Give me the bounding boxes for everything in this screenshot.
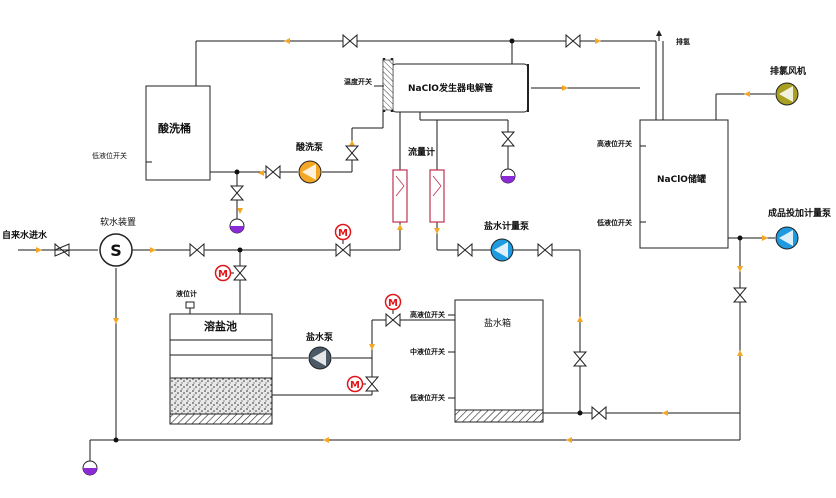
label-generator: NaClO发生器电解管 [408,82,493,94]
label-brine-tank: 盐水箱 [484,317,511,329]
label-flowmeter: 流量计 [408,146,435,158]
junction-dots [113,38,743,443]
valve-brine-in [385,312,401,328]
motor-valve-label-2: M [218,269,228,280]
generator-tube [374,58,529,113]
hydrogen-vent [656,30,662,41]
valve-main-motor [335,242,351,258]
label-brine-mid-switch: 中液位开关 [410,347,445,356]
valve-top-right [565,33,581,49]
label-brine-pump: 盐水泵 [306,331,334,343]
flowmeter-left [392,169,408,223]
flowmeter-right [429,169,445,223]
label-hydrogen-vent: 排氢 [676,37,690,46]
label-storage-high-switch: 高液位开关 [597,139,632,148]
motor-valve-label-3: M [388,298,398,309]
label-brine-meter-pump: 盐水计量泵 [484,220,530,232]
valve-acid-drain [229,185,245,201]
motor-valve-label-1: M [338,228,348,239]
brine-meter-pump-icon [490,238,514,262]
label-acid-low-switch: 低液位开关 [92,151,127,160]
valve-inlet [54,242,70,258]
valve-brine-pump-bypass [364,376,380,392]
brine-pump-icon [308,346,332,370]
valve-product [732,287,748,303]
valve-soft-out [189,242,205,258]
valve-salt-feed [232,265,248,281]
drain-icon-bottom [82,460,98,476]
softener-icon [99,233,133,267]
valve-top-left [342,33,358,49]
storage-tank [639,119,729,249]
valve-acid [265,164,281,180]
label-acid-pump: 酸洗泵 [296,141,324,153]
softener-symbol: S [110,241,122,260]
label-storage-low-switch: 低液位开关 [596,218,632,227]
motor-valve-symbols [214,223,402,393]
drain-icons [82,168,516,476]
label-chlorine-fan: 排氯风机 [770,65,806,77]
label-brine-low-switch: 低液位开关 [409,393,445,402]
label-brine-high-switch: 高液位开关 [410,310,445,319]
valve-brine-bottom [591,405,607,421]
label-acid-tank: 酸洗桶 [158,121,191,135]
valves [54,33,748,421]
valve-acid-up [344,145,360,161]
salt-pool [169,313,273,425]
valve-brine-meter-1 [457,242,473,258]
label-product-pump: 成品投加计量泵 [768,207,832,219]
label-softener: 软水装置 [100,216,136,228]
acid-tank [145,85,211,181]
product-pump-icon [775,226,799,250]
flow-arrows [36,38,768,443]
drain-icon-generator [500,168,516,184]
drain-icon-acid [229,218,245,234]
brine-tank [454,299,544,423]
label-salt-pool: 溶盐池 [204,319,237,333]
level-gauge-icon [185,301,195,314]
chlorine-fan-icon [775,82,799,106]
valve-gen-drain [500,131,516,147]
acid-pump-icon [298,160,322,184]
valve-brine-out [572,351,588,367]
motor-valve-label-4: M [350,380,360,391]
valve-brine-meter-2 [537,242,553,258]
label-level-gauge: 液位计 [176,289,197,298]
label-temp-switch: 温度开关 [344,77,372,86]
label-storage-tank: NaClO储罐 [657,173,706,185]
label-tap-water-inlet: 自来水进水 [2,229,48,241]
